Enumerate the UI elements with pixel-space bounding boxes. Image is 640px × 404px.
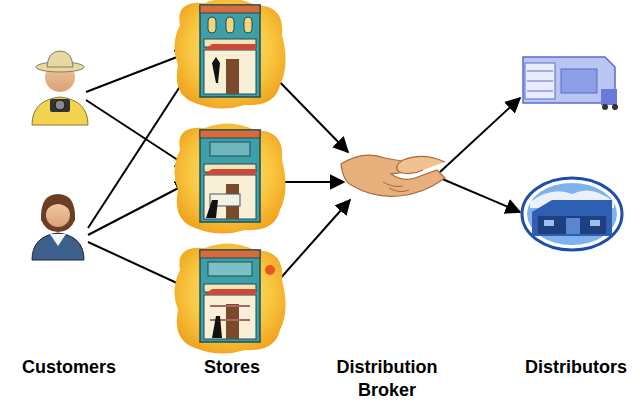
column-heading: Distribution Broker: [325, 356, 450, 402]
column-heading: Customers: [4, 356, 134, 379]
column-heading: Distributors: [516, 356, 636, 379]
column-heading: Stores: [177, 356, 287, 379]
